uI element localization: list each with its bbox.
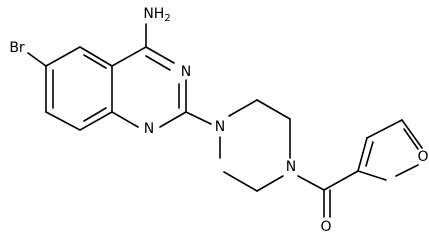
piperazine-n1-label: N bbox=[215, 119, 225, 135]
c2-piperazine-bond bbox=[185, 111, 212, 125]
carbonyl-oxygen-label: O bbox=[320, 219, 331, 235]
quinazoline-n3-label: N bbox=[181, 64, 191, 80]
benzene-ring bbox=[45, 46, 113, 131]
carbonyl-group bbox=[297, 170, 359, 218]
pyrimidine-ring bbox=[111, 46, 187, 128]
bromine-label: Br bbox=[9, 40, 25, 56]
amine-label: NH2 bbox=[143, 6, 170, 24]
piperazine-n4-label: N bbox=[286, 159, 296, 175]
bromo-bond bbox=[27, 52, 47, 67]
piperazine-ring bbox=[219, 99, 291, 192]
furan-oxygen-label: O bbox=[417, 149, 428, 165]
furan-ring bbox=[357, 119, 423, 181]
quinazoline-n1-label: N bbox=[144, 121, 154, 137]
